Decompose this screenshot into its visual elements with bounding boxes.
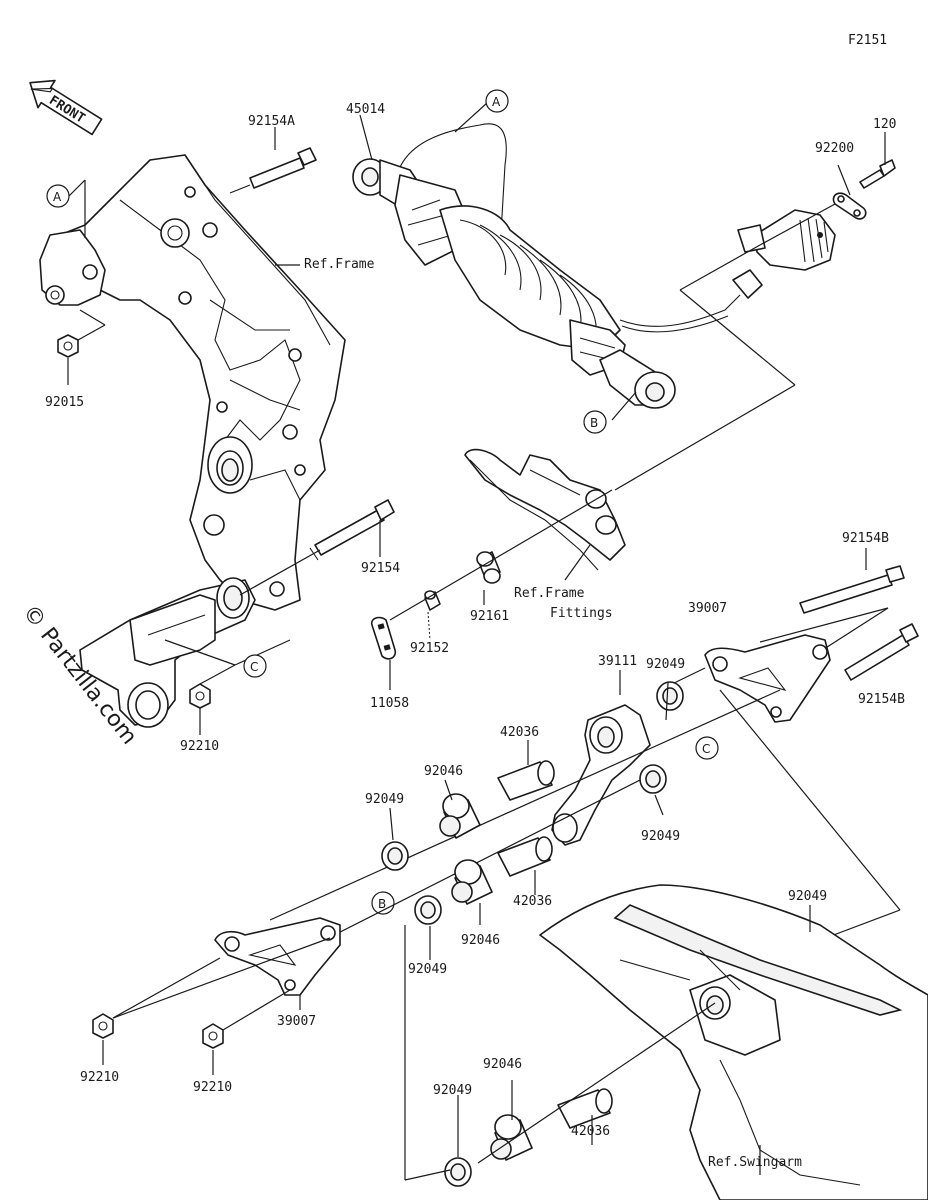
bearing-92046-c — [490, 1114, 533, 1161]
part-label-92154: 92154 — [361, 561, 400, 576]
callout-b-shock: B — [583, 410, 607, 434]
nut-92015 — [57, 334, 79, 358]
svg-text:A: A — [492, 95, 501, 109]
part-label-39111: 39111 — [598, 654, 637, 669]
plate-11058 — [370, 616, 397, 660]
frame-fittings-bracket — [464, 448, 626, 571]
seal-92049-b — [639, 764, 667, 794]
part-label-92046-a: 92046 — [424, 764, 463, 779]
part-label-42036-a: 42036 — [500, 725, 539, 740]
frame-fittings-label-1: Ref.Frame — [514, 586, 585, 601]
collar-42036-b — [497, 836, 553, 877]
callout-a-upper: A — [485, 89, 509, 113]
part-label-92049-f: 92049 — [433, 1083, 472, 1098]
part-label-92210-lower-2: 92210 — [193, 1080, 232, 1095]
bolt-92154a — [249, 147, 317, 189]
part-label-92049-a: 92049 — [646, 657, 685, 672]
part-label-92210-upper: 92210 — [180, 739, 219, 754]
part-label-92049-e: 92049 — [788, 889, 827, 904]
callout-c-left: C — [243, 654, 267, 678]
callout-b-lower: B — [371, 891, 395, 915]
part-label-92154b-2: 92154B — [858, 692, 905, 707]
frame-bracket — [39, 154, 346, 611]
front-arrow-icon: FRONT — [29, 79, 103, 136]
rocker-arm-39111 — [551, 704, 651, 846]
part-label-92154b-1: 92154B — [842, 531, 889, 546]
bearing-92046-b — [451, 859, 493, 905]
collar-42036-c — [557, 1088, 613, 1129]
seal-92049-d — [414, 895, 442, 925]
frame-fittings-label-2: Fittings — [550, 606, 613, 621]
part-label-92049-c: 92049 — [641, 829, 680, 844]
nut-92210-lower-left — [92, 1013, 114, 1039]
bolt-92154 — [309, 499, 395, 561]
frame-reference-label: Ref.Frame — [304, 257, 375, 272]
bolt-120 — [859, 159, 896, 189]
bolt-92154b-upper — [799, 565, 905, 614]
svg-text:A: A — [53, 190, 62, 204]
svg-text:B: B — [590, 416, 598, 430]
figure-code: F2151 — [848, 33, 887, 48]
part-label-92049-b: 92049 — [365, 792, 404, 807]
swingarm-reference-label: Ref.Swingarm — [708, 1155, 802, 1170]
seal-92049-a — [656, 681, 684, 711]
bolt-92154b-lower — [844, 623, 919, 681]
swingarm — [539, 884, 928, 1200]
part-label-11058: 11058 — [370, 696, 409, 711]
part-label-92015: 92015 — [45, 395, 84, 410]
part-label-39007-lower: 39007 — [277, 1014, 316, 1029]
part-label-92152: 92152 — [410, 641, 449, 656]
seal-92049-c — [381, 841, 409, 871]
nut-92210-upper — [189, 683, 211, 709]
collar-42036-a — [497, 760, 555, 801]
part-label-92046-b: 92046 — [461, 933, 500, 948]
bearing-92046-a — [439, 793, 481, 839]
collar-92152 — [424, 590, 441, 611]
part-label-42036-b: 42036 — [513, 894, 552, 909]
shock-absorber — [352, 123, 836, 409]
seal-92049-f — [444, 1157, 472, 1187]
svg-text:C: C — [702, 742, 710, 756]
callout-c-right: C — [695, 736, 719, 760]
part-label-39007-upper: 39007 — [688, 601, 727, 616]
part-label-92154a: 92154A — [248, 114, 295, 129]
part-label-45014: 45014 — [346, 102, 385, 117]
part-label-92046-c: 92046 — [483, 1057, 522, 1072]
svg-text:C: C — [250, 660, 258, 674]
tie-rod-39007-upper — [704, 634, 831, 723]
part-label-92161: 92161 — [470, 609, 509, 624]
tie-rod-39007-lower — [214, 917, 341, 996]
part-label-42036-c: 42036 — [571, 1124, 610, 1139]
svg-text:B: B — [378, 897, 386, 911]
part-label-120: 120 — [873, 117, 896, 132]
frame-lower-mount — [79, 577, 256, 728]
part-label-92210-lower-1: 92210 — [80, 1070, 119, 1085]
part-label-92049-d: 92049 — [408, 962, 447, 977]
callout-a-left: A — [46, 184, 70, 208]
nut-92210-lower-right — [202, 1023, 224, 1049]
adjuster-bracket-92200 — [832, 192, 867, 220]
part-label-92200: 92200 — [815, 141, 854, 156]
